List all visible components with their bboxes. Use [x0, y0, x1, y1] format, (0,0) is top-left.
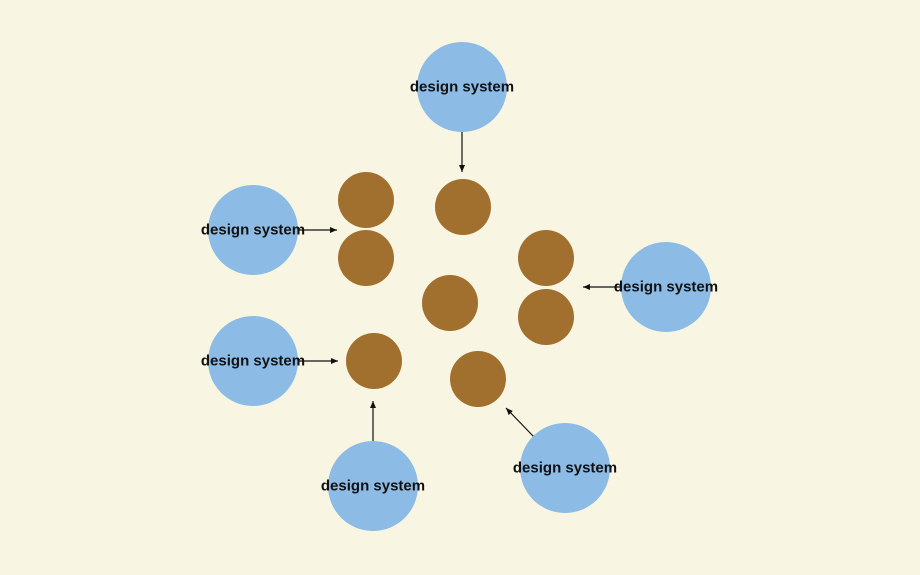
node	[338, 230, 394, 286]
design-system-circle	[520, 423, 610, 513]
node-cluster	[338, 172, 574, 407]
design-system-label: design system	[614, 279, 718, 296]
node	[518, 289, 574, 345]
arrows	[298, 132, 621, 441]
node	[346, 333, 402, 389]
node	[435, 179, 491, 235]
design-system-node: design system	[321, 441, 425, 531]
design-system-circle	[621, 242, 711, 332]
design-system-circle	[328, 441, 418, 531]
design-system-label: design system	[410, 79, 514, 96]
design-system-circle	[208, 185, 298, 275]
design-system-label: design system	[321, 478, 425, 495]
node	[338, 172, 394, 228]
design-system-node: design system	[614, 242, 718, 332]
design-system-node: design system	[410, 42, 514, 132]
design-system-circle	[417, 42, 507, 132]
design-system-label: design system	[201, 353, 305, 370]
node	[450, 351, 506, 407]
design-system-node: design system	[201, 316, 305, 406]
design-system-label: design system	[513, 460, 617, 477]
node	[518, 230, 574, 286]
design-system-label: design system	[201, 222, 305, 239]
design-system-node: design system	[513, 423, 617, 513]
arrow	[505, 407, 535, 438]
design-system-circle	[208, 316, 298, 406]
design-system-nodes: design system design system design syste…	[201, 42, 718, 531]
node	[422, 275, 478, 331]
design-system-node: design system	[201, 185, 305, 275]
